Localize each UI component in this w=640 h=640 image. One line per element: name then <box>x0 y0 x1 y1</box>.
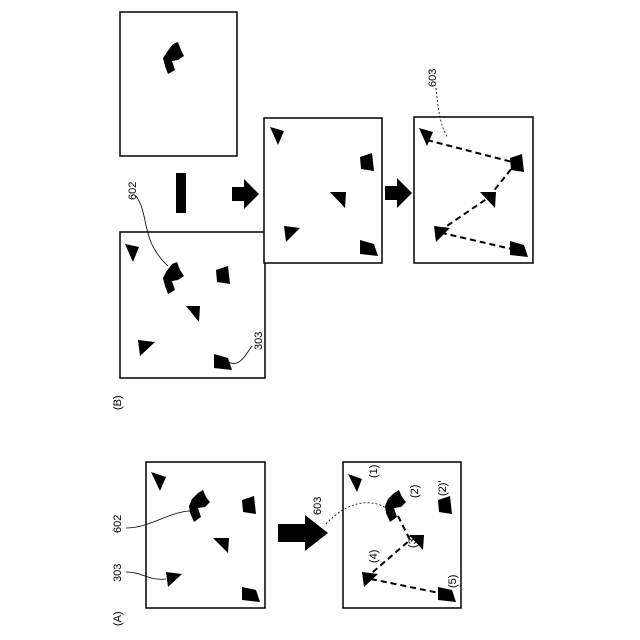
ref-303-a: 303 <box>112 564 124 582</box>
order-label-5: (5) <box>447 575 459 588</box>
order-label-4: (4) <box>368 550 380 563</box>
ref-303-b: 303 <box>253 332 265 350</box>
fig-b-label: (B) <box>112 395 124 410</box>
ref-603-a: 603 <box>312 497 324 515</box>
panel-b-input <box>120 232 265 378</box>
subtract-bar-icon <box>176 173 186 213</box>
order-label-2: (2) <box>409 485 421 498</box>
fig-a-label: (A) <box>112 611 124 626</box>
order-label-1: (1) <box>368 465 380 478</box>
order-label-3: (3) <box>407 535 419 548</box>
ref-602-b: 602 <box>127 182 139 200</box>
ref-602-a: 602 <box>112 515 124 533</box>
right-arrow-icon <box>278 515 328 551</box>
ref-603-b: 603 <box>427 69 439 87</box>
panel-a-original <box>146 462 265 608</box>
right-arrow-icon <box>385 178 412 208</box>
right-arrow-icon <box>232 179 259 209</box>
panel-b-background <box>120 12 237 156</box>
order-label-2-prime: (2)' <box>437 480 449 496</box>
